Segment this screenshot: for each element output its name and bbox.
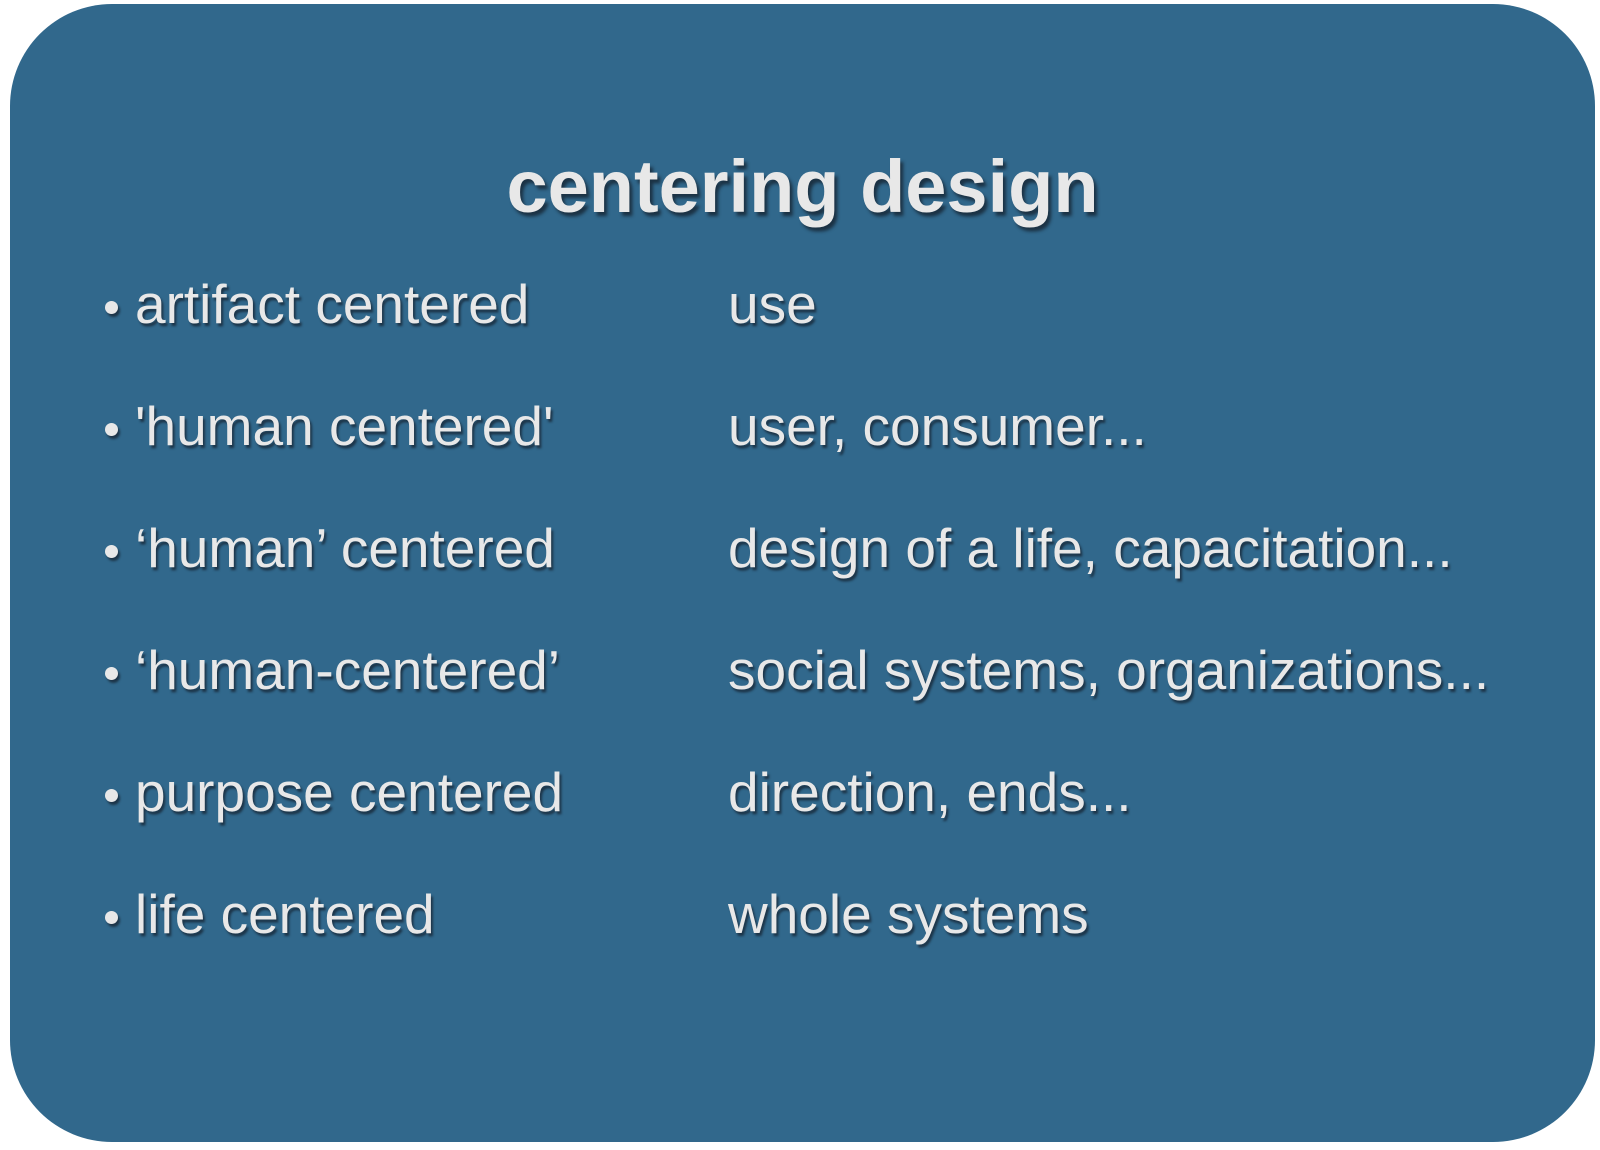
bullet-dot-icon <box>105 910 118 924</box>
bullet-term: ‘human-centered’ <box>135 639 560 701</box>
bullet-description: social systems, organizations... <box>728 639 1490 701</box>
bullet-description: whole systems <box>728 883 1089 945</box>
bullet-row: ‘human-centered’ social systems, organiz… <box>10 609 1595 731</box>
slide-panel: centering design artifact centered use '… <box>10 4 1595 1142</box>
bullet-dot-icon <box>105 788 118 802</box>
bullet-description: user, consumer... <box>728 395 1147 457</box>
bullet-list: artifact centered use 'human centered' u… <box>10 243 1595 975</box>
bullet-row: ‘human’ centered design of a life, capac… <box>10 487 1595 609</box>
bullet-description: design of a life, capacitation... <box>728 517 1453 579</box>
bullet-term: artifact centered <box>135 273 530 335</box>
slide-title: centering design <box>506 145 1099 228</box>
bullet-term: ‘human’ centered <box>135 517 555 579</box>
bullet-description: direction, ends... <box>728 761 1132 823</box>
bullet-row: life centered whole systems <box>10 853 1595 975</box>
bullet-dot-icon <box>105 300 118 314</box>
bullet-description: use <box>728 273 817 335</box>
bullet-dot-icon <box>105 544 118 558</box>
bullet-term: life centered <box>135 883 435 945</box>
bullet-term: 'human centered' <box>135 395 554 457</box>
bullet-row: 'human centered' user, consumer... <box>10 365 1595 487</box>
bullet-row: purpose centered direction, ends... <box>10 731 1595 853</box>
bullet-term: purpose centered <box>135 761 564 823</box>
bullet-dot-icon <box>105 666 118 680</box>
bullet-row: artifact centered use <box>10 243 1595 365</box>
bullet-dot-icon <box>105 422 118 436</box>
